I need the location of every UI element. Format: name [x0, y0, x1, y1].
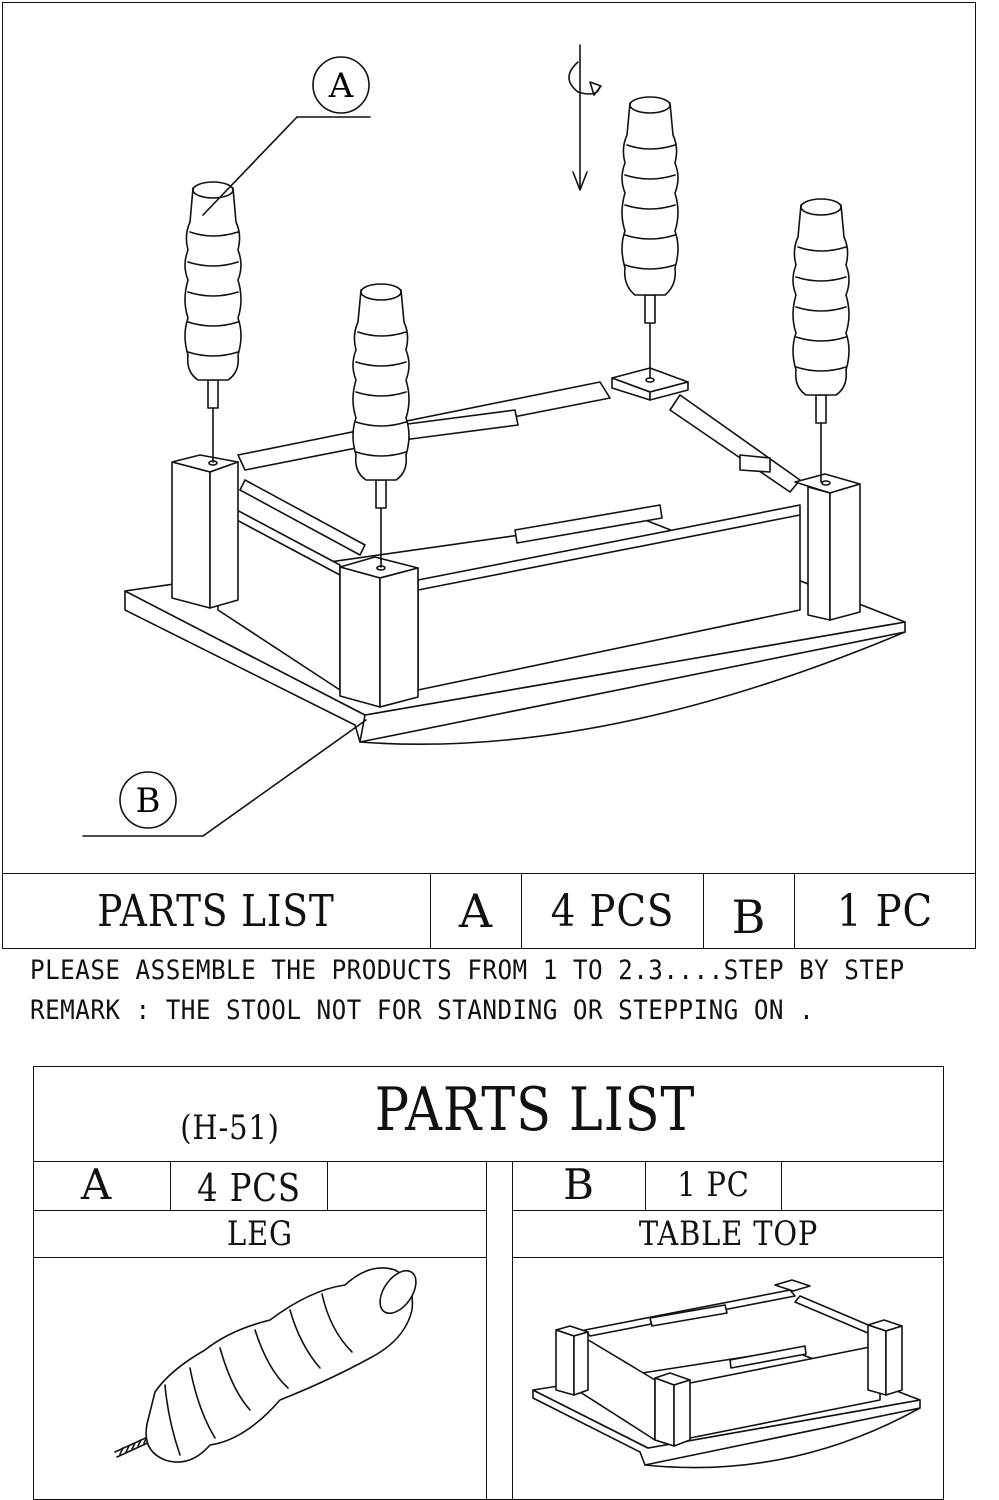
part-a-qty: 4 PCS [197, 1166, 301, 1210]
rotate-down-arrow-icon [568, 44, 602, 191]
parts-row-title: PARTS LIST [97, 885, 335, 937]
part-b-letter: B [563, 1159, 595, 1209]
parts-row-b-qty: 1 PC [836, 885, 934, 937]
parts-table-model: (H-51) [180, 1108, 280, 1148]
callout-a-label: A [328, 66, 354, 106]
leg-1 [184, 181, 242, 463]
parts-table-header-divider [33, 1161, 944, 1162]
assembly-diagram: A B [82, 44, 906, 837]
parts-row-a-letter: A [458, 884, 494, 938]
aprons [217, 381, 801, 691]
leg-3 [621, 96, 679, 379]
assembly-note: PLEASE ASSEMBLE THE PRODUCTS FROM 1 TO 2… [30, 955, 905, 986]
parts-row-divider [2, 873, 976, 874]
leg-2 [352, 283, 410, 568]
leg-4 [792, 198, 850, 483]
parts-a-qty-divider [33, 1210, 486, 1211]
callout-b: B [82, 719, 367, 837]
parts-row-sep-3 [703, 873, 704, 949]
parts-a-sep-2 [327, 1161, 328, 1210]
part-a-letter: A [80, 1159, 113, 1209]
parts-table-title: PARTS LIST [374, 1075, 696, 1145]
part-a-name: LEG [227, 1214, 293, 1254]
parts-b-sep-1 [645, 1161, 646, 1210]
parts-a-sep-1 [170, 1161, 171, 1210]
corner-posts [171, 367, 861, 708]
parts-a-name-divider [33, 1257, 486, 1258]
parts-row-b-letter: B [731, 890, 767, 944]
parts-table-center-gap-left [486, 1161, 487, 1500]
assembly-diagram-frame [2, 2, 976, 949]
parts-row-a-qty: 4 PCS [550, 885, 675, 937]
part-b-name: TABLE TOP [638, 1214, 819, 1254]
callout-b-label: B [136, 781, 161, 821]
parts-row-sep-4 [794, 873, 795, 949]
parts-b-name-divider [512, 1257, 944, 1258]
parts-b-qty-divider [512, 1210, 944, 1211]
callout-a: A [202, 56, 371, 216]
parts-row-sep-1 [430, 873, 431, 949]
parts-b-sep-2 [781, 1161, 782, 1210]
parts-row-sep-2 [521, 873, 522, 949]
part-b-qty: 1 PC [677, 1165, 750, 1205]
safety-remark: REMARK : THE STOOL NOT FOR STANDING OR S… [30, 995, 815, 1026]
parts-table-center-gap-right [512, 1161, 513, 1500]
